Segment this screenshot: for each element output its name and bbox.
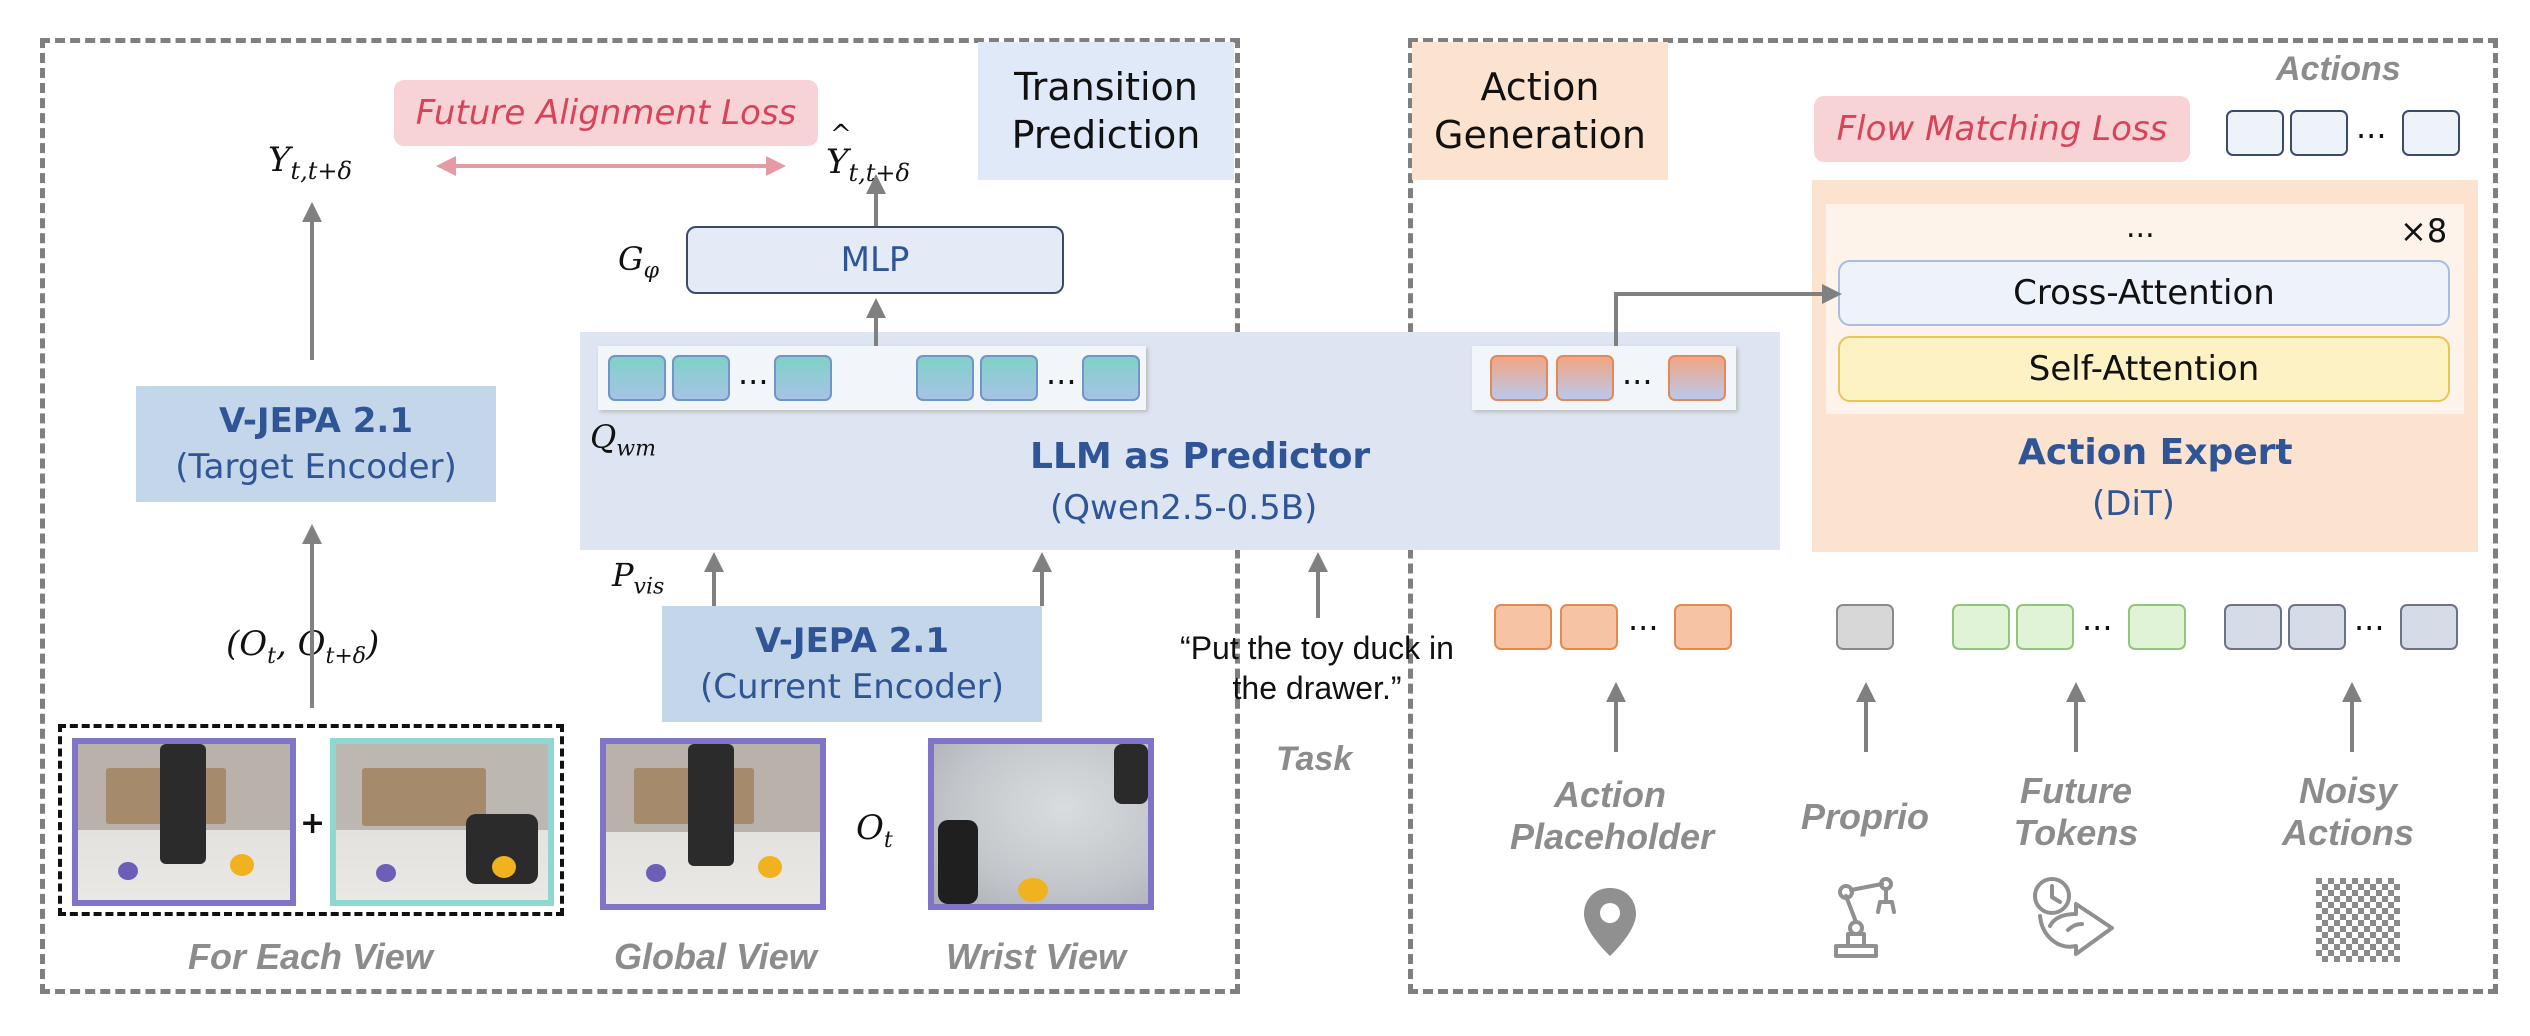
- future-time-icon: [2033, 877, 2114, 956]
- mlp-label: MLP: [840, 240, 910, 280]
- q-wm-label: Qwm: [590, 418, 656, 462]
- query-token: [672, 355, 730, 401]
- y-target-label: Yt,t+δ: [268, 140, 352, 185]
- observation-pair-label: (Ot, Ot+δ): [226, 624, 380, 669]
- current-encoder-role: (Current Encoder): [699, 667, 1005, 707]
- o-t-label: Ot: [856, 808, 893, 853]
- p-vis-label: Pvis: [612, 556, 665, 600]
- output-action-token: [2290, 110, 2348, 156]
- noisy-action-token: [2224, 604, 2282, 650]
- current-encoder-name: V-JEPA 2.1: [754, 621, 949, 661]
- action-placeholder-token: [1494, 604, 1552, 650]
- action-output-tokens: ...: [1472, 346, 1736, 410]
- action-placeholder-caption: Action Placeholder: [1510, 774, 1715, 857]
- cross-attention-layer: Cross-Attention: [1838, 260, 2450, 326]
- future-token-dots: ...: [2082, 600, 2113, 638]
- action-placeholder-token: [1560, 604, 1618, 650]
- noisy-action-token: [2400, 604, 2458, 650]
- wrist-view-image: [928, 738, 1154, 910]
- checkerboard-icon: [2316, 878, 2400, 962]
- query-token: [774, 355, 832, 401]
- for-each-view-caption: For Each View: [188, 936, 433, 977]
- plus-sign: +: [300, 806, 326, 841]
- cross-attention-label: Cross-Attention: [2013, 273, 2275, 313]
- target-encoder-role: (Target Encoder): [175, 447, 457, 487]
- action-output-token: [1490, 355, 1548, 401]
- for-each-view-group: [58, 724, 564, 916]
- noisy-action-dots: ...: [2354, 600, 2385, 638]
- self-attention-layer: Self-Attention: [1838, 336, 2450, 402]
- mlp-block: MLP: [686, 226, 1064, 294]
- llm-predictor-model: (Qwen2.5-0.5B): [1050, 488, 1318, 528]
- flow-matching-loss: Flow Matching Loss: [1814, 96, 2190, 162]
- query-token: [1082, 355, 1140, 401]
- global-view-image: [600, 738, 826, 910]
- actions-caption: Actions: [2276, 50, 2401, 88]
- task-instruction: “Put the toy duck in the drawer.”: [1180, 630, 1454, 706]
- action-generation-title: Action Generation: [1412, 42, 1668, 180]
- proprio-caption: Proprio: [1800, 796, 1929, 837]
- action-output-token-dots: ...: [1622, 354, 1653, 392]
- action-expert-model: (DiT): [2092, 484, 2175, 524]
- wrist-view-caption: Wrist View: [946, 936, 1127, 977]
- query-token-dots: ...: [1046, 354, 1077, 392]
- target-encoder: V-JEPA 2.1 (Target Encoder): [136, 386, 496, 502]
- transition-prediction-title: Transition Prediction: [978, 42, 1234, 180]
- future-token: [2128, 604, 2186, 650]
- action-output-token: [1556, 355, 1614, 401]
- current-encoder: V-JEPA 2.1 (Current Encoder): [662, 606, 1042, 722]
- map-pin-icon: [1584, 888, 1636, 956]
- future-token: [2016, 604, 2074, 650]
- query-token: [916, 355, 974, 401]
- action-output-token: [1668, 355, 1726, 401]
- robot-arm-icon: [1834, 877, 1896, 958]
- self-attention-label: Self-Attention: [2028, 349, 2260, 389]
- query-token-dots: ...: [738, 354, 769, 392]
- llm-predictor-name: LLM as Predictor: [1030, 436, 1371, 477]
- global-view-caption: Global View: [614, 936, 817, 977]
- future-alignment-loss: Future Alignment Loss: [394, 80, 818, 146]
- world-model-query-tokens: ... ...: [598, 346, 1146, 410]
- layer-stack-dots: ...: [2126, 210, 2155, 245]
- layer-repeat-count: ×8: [2400, 212, 2448, 250]
- output-action-token: [2226, 110, 2284, 156]
- action-placeholder-token: [1674, 604, 1732, 650]
- target-encoder-name: V-JEPA 2.1: [218, 401, 413, 441]
- task-caption: Task: [1276, 740, 1353, 778]
- g-phi-label: Gφ: [618, 240, 659, 284]
- action-placeholder-dots: ...: [1628, 600, 1659, 638]
- output-action-token: [2402, 110, 2460, 156]
- output-action-dots: ...: [2356, 108, 2387, 146]
- view-image-current: [72, 738, 296, 906]
- query-token: [980, 355, 1038, 401]
- noisy-actions-caption: Noisy Actions: [2281, 770, 2414, 853]
- future-tokens-caption: Future Tokens: [2013, 770, 2139, 853]
- action-expert-name: Action Expert: [2018, 432, 2293, 473]
- noisy-action-token: [2288, 604, 2346, 650]
- proprio-token: [1836, 604, 1894, 650]
- query-token: [608, 355, 666, 401]
- view-image-future: [330, 738, 554, 906]
- future-token: [1952, 604, 2010, 650]
